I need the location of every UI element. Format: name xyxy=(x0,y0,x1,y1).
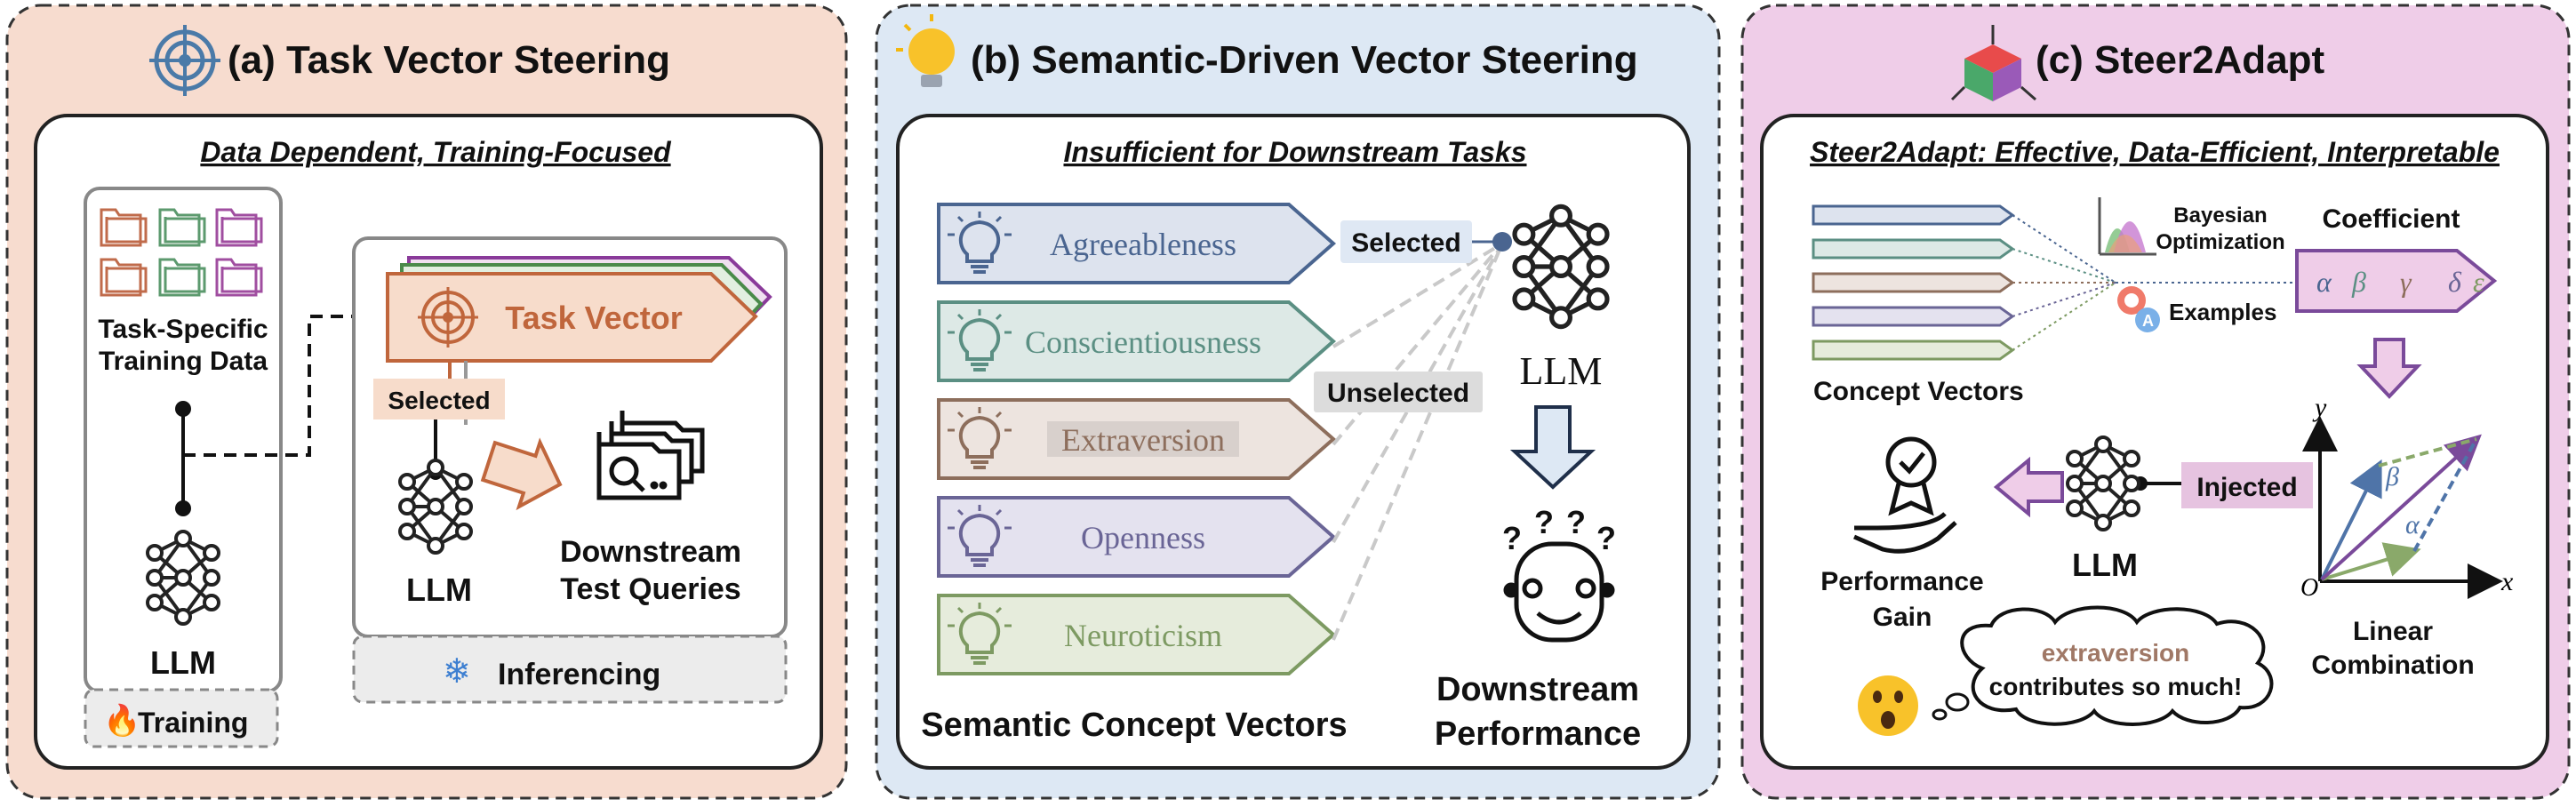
lightbulb-icon xyxy=(896,14,955,87)
downstream-line2: Test Queries xyxy=(560,572,740,606)
inferencing-label: Inferencing xyxy=(498,658,660,691)
coefficient-2: γ xyxy=(2400,266,2412,298)
llm-right-label: LLM xyxy=(406,571,472,608)
caption-left-b: Semantic Concept Vectors xyxy=(921,707,1347,744)
bayes-line2: Optimization xyxy=(2156,230,2284,254)
cube-icon xyxy=(1950,25,2036,101)
llm-network-icon-b xyxy=(1515,206,1607,326)
examples-label: Examples xyxy=(2169,299,2276,325)
coefficient-0: α xyxy=(2316,266,2332,298)
arrow-to-queries xyxy=(480,437,563,511)
training-label: Training xyxy=(138,707,248,739)
panel-a-title: (a) Task Vector Steering xyxy=(228,38,670,82)
axis-x: x xyxy=(2500,567,2514,596)
concept-vectors: AgreeablenessConscientiousnessExtraversi… xyxy=(937,203,1337,675)
injected-label: Injected xyxy=(2196,473,2297,502)
task-vector-label: Task Vector xyxy=(505,300,682,336)
bubble-line1: extraversion xyxy=(2042,639,2190,667)
panel-b: (b) Semantic-Driven Vector Steering Insu… xyxy=(875,4,1721,800)
thought-bubble: extraversion contributes so much! xyxy=(1932,605,2274,726)
training-data-line2: Training Data xyxy=(99,347,268,376)
surprised-face-icon xyxy=(1858,675,1918,736)
panel-b-subtitle: Insufficient for Downstream Tasks xyxy=(1063,136,1526,168)
down-arrow-c xyxy=(2356,338,2422,399)
bubble-line2: contributes so much! xyxy=(1989,673,2243,700)
concept-item-agreeableness: Agreeableness xyxy=(937,203,1337,284)
left-arrow-c xyxy=(1993,456,2064,518)
concept-vectors-label-c: Concept Vectors xyxy=(1813,377,2024,406)
snowflake-icon: ❄ xyxy=(443,653,471,691)
llm-network-icon xyxy=(146,530,220,626)
task-vector: Task Vector xyxy=(386,256,772,363)
perf-line2: Gain xyxy=(1873,603,1932,632)
coefficient-4: ε xyxy=(2473,266,2484,298)
svg-text:?: ? xyxy=(1502,520,1522,556)
coefficient-vector xyxy=(2295,249,2498,313)
selected-label-b: Selected xyxy=(1351,228,1460,258)
training-data-line1: Task-Specific xyxy=(98,315,268,344)
panel-c-subtitle: Steer2Adapt: Effective, Data-Efficient, … xyxy=(1810,136,2500,168)
llm-label-b: LLM xyxy=(1520,349,1603,393)
svg-text:A: A xyxy=(2142,312,2154,330)
unselected-label: Unselected xyxy=(1327,379,1469,408)
svg-text:?: ? xyxy=(1596,520,1616,556)
axis-y: y xyxy=(2312,393,2327,422)
concept-label: Neuroticism xyxy=(1064,618,1222,653)
concept-vectors-c xyxy=(1812,204,2293,361)
concept-label: Extraversion xyxy=(1061,422,1225,458)
panel-c: (c) Steer2Adapt Steer2Adapt: Effective, … xyxy=(1740,4,2571,800)
concept-label: Agreeableness xyxy=(1050,227,1236,262)
coefficient-1: β xyxy=(2351,266,2366,298)
caption-right-b-line2: Performance xyxy=(1435,715,1641,753)
examples-icon: A xyxy=(2117,286,2160,332)
target-icon-small xyxy=(418,287,478,348)
concept-item-conscientiousness: Conscientiousness xyxy=(937,300,1337,382)
llm-network-icon-right xyxy=(398,459,473,555)
concept-item-openness: Openness xyxy=(937,496,1337,578)
llm-label-c: LLM xyxy=(2072,547,2138,583)
perf-line1: Performance xyxy=(1820,567,1983,596)
selected-label-a: Selected xyxy=(388,387,490,414)
concept-item-neuroticism: Neuroticism xyxy=(937,594,1337,675)
panel-b-title: (b) Semantic-Driven Vector Steering xyxy=(971,38,1638,82)
vector-alpha: α xyxy=(2405,510,2420,539)
linear-line1: Linear xyxy=(2353,617,2433,646)
llm-network-icon-c xyxy=(2066,435,2140,531)
panel-a: (a) Task Vector Steering Data Dependent,… xyxy=(5,4,848,800)
concept-label: Openness xyxy=(1081,520,1205,555)
flame-icon: 🔥 xyxy=(103,703,140,738)
linear-line2: Combination xyxy=(2311,651,2474,680)
coefficient-3: δ xyxy=(2448,266,2462,298)
linear-combination-plot: y x O β α xyxy=(2300,393,2514,602)
bayes-line1: Bayesian xyxy=(2173,204,2267,228)
concept-label: Conscientiousness xyxy=(1025,324,1261,360)
svg-text:?: ? xyxy=(1566,504,1586,540)
search-folder-icon xyxy=(596,411,705,500)
svg-text:?: ? xyxy=(1534,504,1554,540)
award-hand-icon xyxy=(1852,436,1957,554)
vector-beta: β xyxy=(2385,462,2399,491)
origin: O xyxy=(2300,574,2318,602)
down-arrow-b xyxy=(1509,405,1596,490)
confused-face-icon: ? ? ? ? xyxy=(1502,504,1616,643)
distribution-icon xyxy=(2098,197,2156,256)
panel-a-subtitle: Data Dependent, Training-Focused xyxy=(200,136,672,168)
downstream-line1: Downstream xyxy=(560,535,741,569)
llm-left-label: LLM xyxy=(150,644,216,681)
coefficient-label: Coefficient xyxy=(2322,204,2460,234)
concept-item-extraversion: Extraversion xyxy=(937,398,1337,480)
target-icon xyxy=(149,25,220,96)
caption-right-b-line1: Downstream xyxy=(1436,671,1639,708)
panel-c-title: (c) Steer2Adapt xyxy=(2036,38,2325,82)
